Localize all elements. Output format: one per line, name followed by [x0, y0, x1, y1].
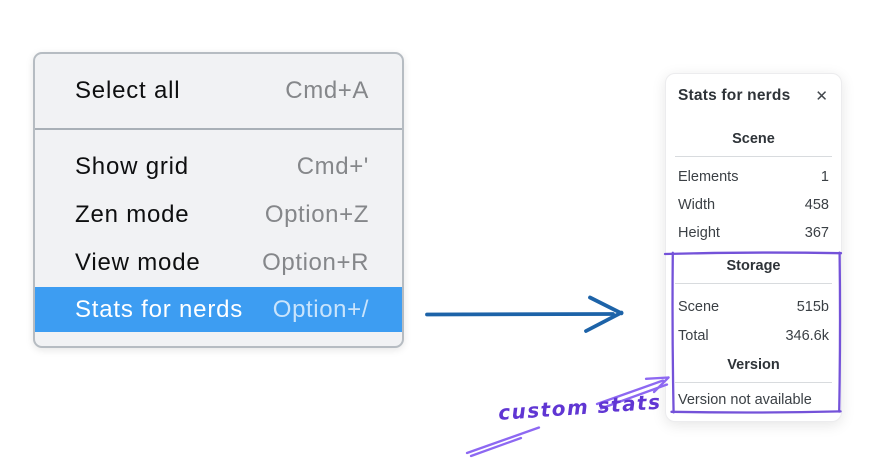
stat-label: Scene	[678, 298, 720, 315]
stat-label: Total	[678, 327, 709, 344]
stat-row-width: Width 458	[678, 191, 829, 219]
stats-panel-header: Stats for nerds ✕	[678, 85, 829, 107]
stat-row-total-size: Total 346.6k	[678, 321, 829, 350]
menu-item-shortcut: Option+Z	[264, 201, 369, 228]
menu-item-view-mode[interactable]: View mode Option+R	[35, 239, 402, 287]
stat-label: Elements	[678, 169, 739, 185]
version-note: Version not available	[678, 392, 812, 408]
section-scene: Scene Elements 1 Width 458 Height 367	[675, 131, 832, 247]
menu-item-zen-mode[interactable]: Zen mode Option+Z	[35, 191, 402, 239]
section-divider	[675, 156, 832, 157]
menu-group-top: Select all Cmd+A	[35, 54, 402, 128]
stats-panel-title: Stats for nerds	[678, 87, 791, 104]
stat-value: 346.6k	[785, 327, 829, 344]
menu-item-shortcut: Cmd+'	[296, 153, 369, 180]
view-context-menu: Select all Cmd+A Show grid Cmd+' Zen mod…	[33, 52, 404, 348]
menu-item-shortcut: Option+R	[262, 249, 369, 276]
stat-value: 515b	[796, 298, 829, 315]
menu-item-show-grid[interactable]: Show grid Cmd+'	[35, 143, 402, 191]
stat-label: Width	[678, 197, 716, 213]
annotation-text: custom stats	[497, 389, 663, 425]
menu-item-label: Stats for nerds	[75, 295, 244, 323]
blue-arrow	[425, 295, 624, 333]
stat-row-height: Height 367	[678, 219, 829, 247]
menu-item-shortcut: Option+/	[272, 295, 369, 323]
menu-separator	[35, 128, 402, 130]
section-scene-header: Scene	[732, 131, 775, 147]
menu-item-shortcut: Cmd+A	[285, 77, 369, 104]
menu-item-label: Zen mode	[75, 201, 190, 228]
section-version-header: Version	[727, 357, 780, 373]
stat-value: 458	[804, 197, 829, 213]
section-storage-header: Storage	[726, 258, 781, 274]
menu-item-select-all[interactable]: Select all Cmd+A	[35, 67, 402, 115]
stat-row-scene-size: Scene 515b	[678, 292, 829, 321]
menu-item-label: Select all	[75, 77, 181, 104]
menu-group-bottom: Show grid Cmd+' Zen mode Option+Z View m…	[35, 130, 402, 332]
section-divider	[675, 283, 832, 284]
stat-value: 367	[804, 225, 829, 241]
section-version: Version Version not available	[675, 357, 832, 411]
menu-item-label: Show grid	[75, 153, 189, 180]
menu-item-stats-for-nerds[interactable]: Stats for nerds Option+/	[35, 287, 402, 332]
stat-row-elements: Elements 1	[678, 163, 829, 191]
section-storage: Storage Scene 515b Total 346.6k	[675, 258, 832, 350]
section-divider	[675, 382, 832, 383]
menu-item-label: View mode	[75, 249, 201, 276]
stat-label: Height	[678, 225, 720, 241]
stat-value: 1	[820, 169, 829, 185]
stats-panel: Stats for nerds ✕ Scene Elements 1 Width…	[665, 73, 842, 422]
close-icon[interactable]: ✕	[815, 87, 828, 105]
